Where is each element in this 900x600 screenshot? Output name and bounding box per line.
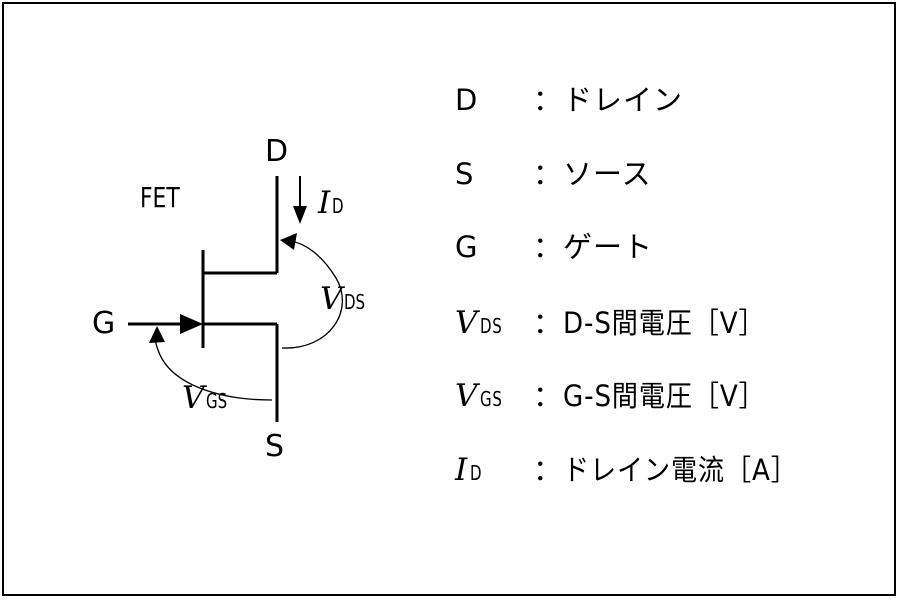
legend-description: G-S間電圧［V］	[563, 379, 766, 413]
legend-symbol: S	[455, 160, 533, 189]
legend-separator: ：	[533, 83, 564, 117]
vds-symbol: V	[320, 281, 343, 317]
legend-symbol-subscript: GS	[480, 387, 504, 411]
id-subscript: D	[332, 194, 344, 218]
id-symbol: I	[318, 185, 331, 221]
vgs-subscript: GS	[206, 389, 228, 413]
legend-separator: ：	[533, 379, 564, 413]
legend-row-drain: D ：ドレイン	[455, 86, 683, 115]
legend-separator: ：	[533, 230, 564, 264]
terminal-g-label: G	[92, 306, 116, 341]
legend-symbol-text: V	[455, 378, 479, 414]
terminal-s-label: S	[265, 429, 285, 464]
legend-row-source: S ：ソース	[455, 160, 652, 189]
gate-arrow	[180, 314, 203, 334]
fet-title-text: FET	[140, 181, 180, 214]
legend-description: ゲート	[563, 230, 654, 264]
legend-symbol-subscript: D	[470, 461, 483, 485]
legend-separator: ：	[533, 306, 564, 340]
legend-description: ソース	[563, 157, 652, 191]
vds-curve	[281, 240, 343, 349]
legend-symbol-text: D	[455, 83, 479, 117]
vgs-symbol: V	[182, 380, 205, 416]
vds-subscript: DS	[344, 290, 366, 314]
legend-description: ドレイン電流［A］	[563, 453, 798, 487]
legend-symbol-text: I	[455, 452, 469, 488]
legend-description: ドレイン	[563, 83, 684, 117]
terminal-d-label: D	[265, 134, 289, 169]
legend-description: D-S間電圧［V］	[563, 306, 766, 340]
legend-symbol: D	[455, 86, 533, 115]
drain-current-arrow	[293, 206, 307, 224]
fet-title: FET	[140, 184, 191, 212]
legend-symbol: G	[455, 233, 533, 262]
legend-symbol-text: S	[455, 157, 475, 191]
legend-row-gate: G ：ゲート	[455, 233, 653, 262]
legend-symbol-subscript: DS	[480, 314, 503, 338]
legend-separator: ：	[533, 157, 564, 191]
vds-arrowhead	[280, 233, 297, 250]
vgs-arrowhead	[149, 326, 165, 343]
legend-symbol-text: G	[455, 230, 479, 264]
legend-symbol-text: V	[455, 305, 479, 341]
legend-separator: ：	[533, 453, 564, 487]
